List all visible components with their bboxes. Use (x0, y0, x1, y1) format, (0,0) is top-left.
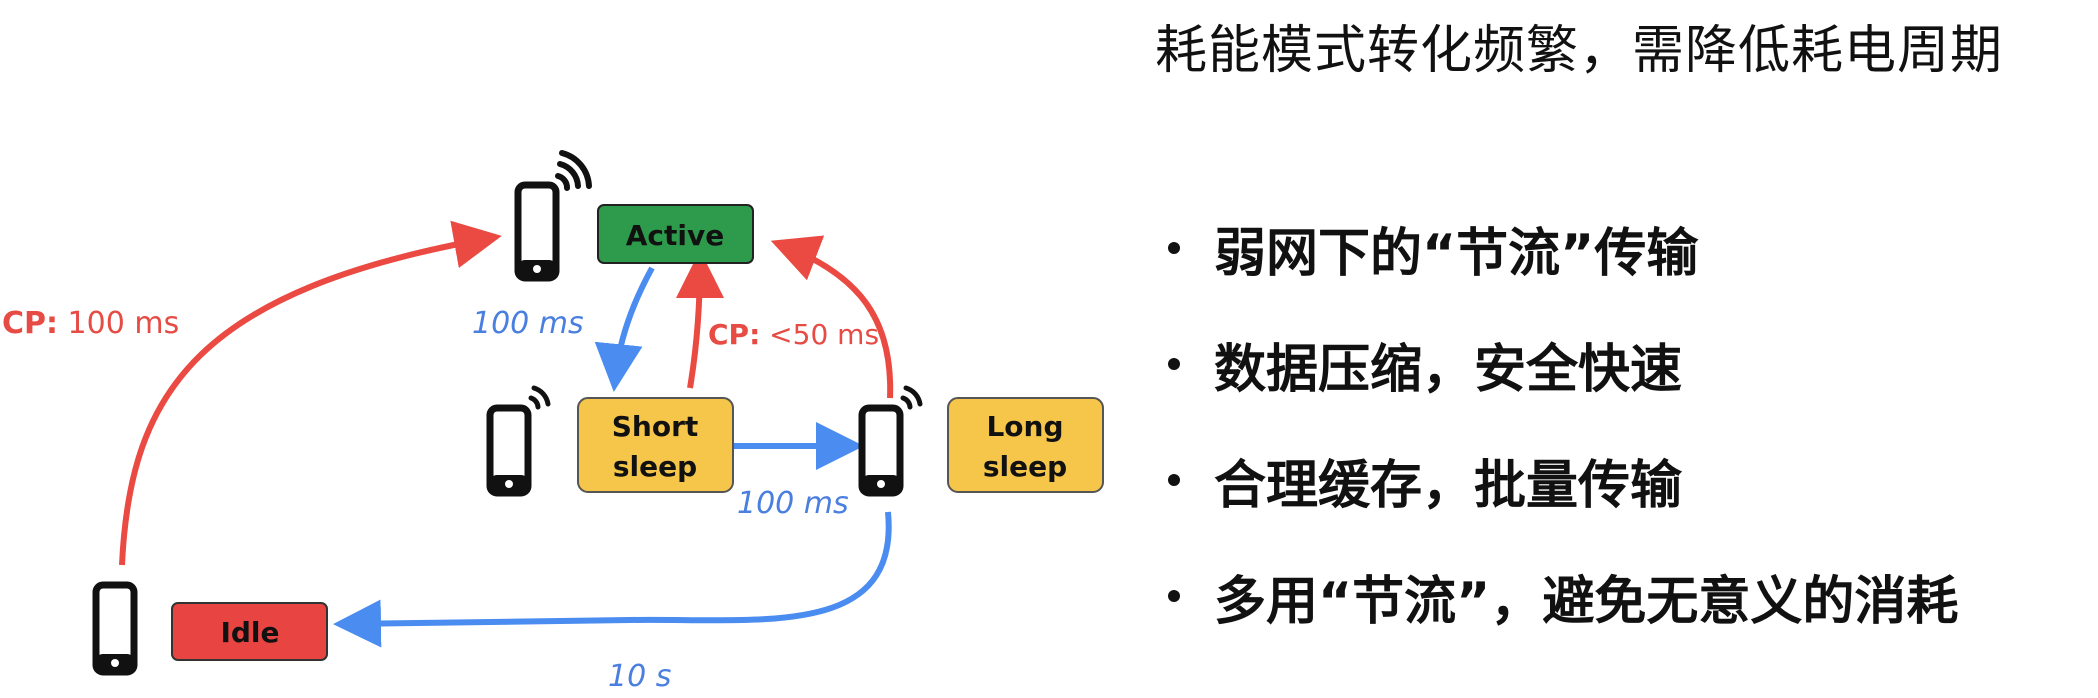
state-short-sleep-box (577, 397, 734, 493)
cp-idle-label: CP: 100 ms (2, 306, 179, 341)
state-short-sleep-label-line1: Short (612, 410, 699, 443)
state-short-sleep-label-line2: sleep (613, 450, 697, 483)
phone-icon (92, 581, 138, 676)
long-to-idle-duration-label: 10 s (608, 659, 671, 694)
state-long-sleep-label-line1: Long (986, 410, 1063, 443)
state-long-sleep-box (947, 397, 1104, 493)
page-title: 耗能模式转化频繁，需降低耗电周期 (1155, 21, 2004, 81)
bullet-dot-icon (1168, 358, 1180, 370)
bullet-dot-icon (1168, 474, 1180, 486)
state-long-sleep-label-line2: sleep (983, 450, 1067, 483)
arrow-active-to-short-sleep (594, 266, 655, 392)
wifi-signal-icon (900, 385, 923, 410)
bullet-item: 多用“节流”，避免无意义的消耗 (1168, 538, 1958, 654)
bullet-list: 弱网下的“节流”传输 数据压缩，安全快速 合理缓存，批量传输 多用“节流”，避免… (1168, 190, 1958, 654)
arrow-idle-to-active (119, 220, 502, 566)
phone-icon (486, 404, 532, 497)
phone-icon (514, 181, 560, 282)
active-to-short-duration-label: 100 ms (472, 306, 584, 341)
bullet-dot-icon (1168, 242, 1180, 254)
short-to-long-duration-label: 100 ms (737, 486, 849, 521)
state-idle-box (171, 602, 328, 661)
cp-short-sleep-label: CP: <50 ms (708, 318, 879, 351)
wifi-signal-icon (528, 385, 551, 410)
state-idle-label: Idle (220, 616, 279, 649)
wifi-signal-icon (555, 150, 592, 191)
power-state-diagram: Active Short sleep Long sleep Idle CP: 1… (2, 150, 1104, 694)
bullet-item: 合理缓存，批量传输 (1168, 422, 1958, 538)
arrow-long-sleep-to-active (770, 235, 894, 399)
state-active-label: Active (626, 219, 725, 252)
bullet-item: 弱网下的“节流”传输 (1168, 190, 1958, 306)
arrow-short-sleep-to-active (675, 250, 724, 389)
state-active-box (597, 204, 754, 264)
bullet-dot-icon (1168, 590, 1180, 602)
bullet-item: 数据压缩，安全快速 (1168, 306, 1958, 422)
arrow-long-sleep-to-idle (333, 511, 892, 648)
phone-icon (858, 404, 904, 497)
